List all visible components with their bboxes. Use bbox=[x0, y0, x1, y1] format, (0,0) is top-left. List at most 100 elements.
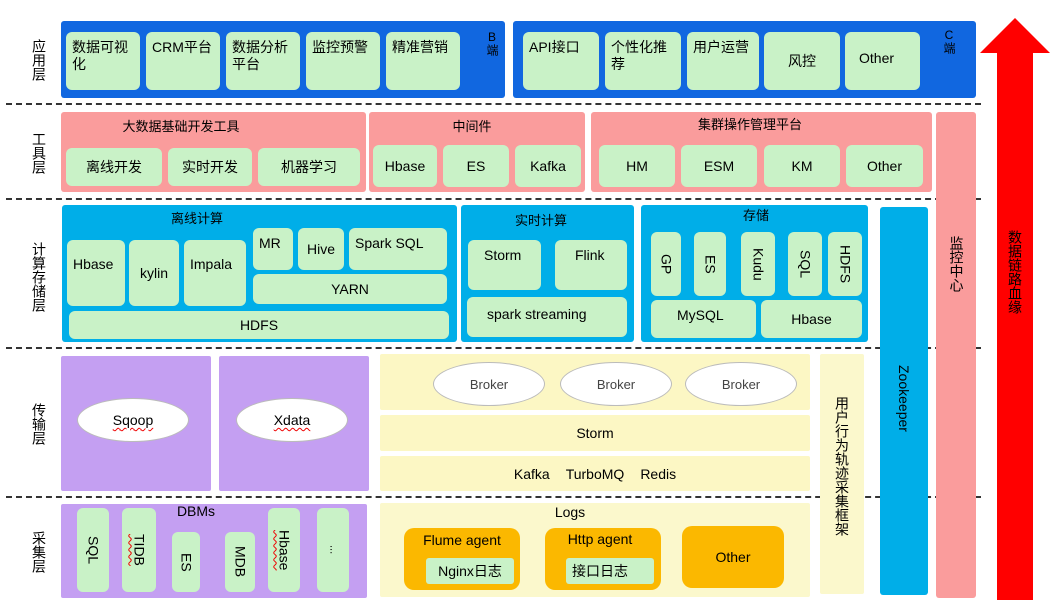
storage-title: 存储 bbox=[742, 208, 769, 223]
compute-storm[interactable]: Storm bbox=[468, 240, 541, 290]
tool-realtime-dev[interactable]: 实时开发 bbox=[168, 148, 252, 186]
compute-hive[interactable]: Hive bbox=[298, 228, 344, 270]
app-item-crm[interactable]: CRM平台 bbox=[146, 32, 220, 90]
storage-sql-label: SQL bbox=[797, 249, 814, 278]
dbms-tidb[interactable]: TIDB bbox=[122, 508, 156, 592]
zookeeper-column[interactable]: Zookeeper bbox=[880, 207, 928, 595]
tool-ml[interactable]: 机器学习 bbox=[258, 148, 360, 186]
storage-hbase[interactable]: Hbase bbox=[761, 300, 862, 338]
dbms-mdb[interactable]: MDB bbox=[225, 532, 255, 592]
broker-node-3[interactable]: Broker bbox=[685, 362, 797, 406]
divider-4 bbox=[6, 496, 981, 498]
xdata-label: Xdata bbox=[273, 412, 311, 428]
dbms-hbase[interactable]: Hbase bbox=[268, 508, 300, 592]
http-agent-label: Http agent bbox=[567, 531, 633, 547]
compute-kylin[interactable]: kylin bbox=[129, 240, 179, 306]
collect-other-box[interactable]: Other bbox=[682, 526, 784, 588]
compute-yarn[interactable]: YARN bbox=[253, 274, 447, 304]
compute-spark-streaming[interactable]: spark streaming bbox=[467, 297, 627, 337]
dbms-more-label: ... bbox=[327, 545, 340, 555]
divider-2 bbox=[6, 198, 981, 200]
dbms-panel bbox=[61, 504, 367, 598]
queue-redis[interactable]: Redis bbox=[640, 465, 677, 482]
compute-hdfs[interactable]: HDFS bbox=[69, 311, 449, 339]
layer-label-tool: 工具层 bbox=[31, 132, 47, 174]
app-item-visualization[interactable]: 数据可视化 bbox=[66, 32, 140, 90]
lineage-arrow-label-wrap: 数据链路血缘 bbox=[997, 230, 1033, 314]
cluster-mgmt-title: 集群操作管理平台 bbox=[697, 117, 802, 132]
realtime-compute-title: 实时计算 bbox=[514, 213, 567, 228]
lineage-arrow-icon bbox=[980, 18, 1050, 600]
layer-label-app: 应用层 bbox=[31, 39, 47, 81]
tool-hm[interactable]: HM bbox=[599, 145, 675, 187]
layer-label-collect: 采集层 bbox=[31, 531, 47, 573]
layer-label-transport: 传输层 bbox=[31, 403, 47, 445]
c-end-label: C端 bbox=[942, 28, 956, 54]
tool-offline-dev[interactable]: 离线开发 bbox=[66, 148, 162, 186]
queue-kafka[interactable]: Kafka bbox=[513, 465, 550, 482]
queue-row: Kafka TurboMQ Redis bbox=[380, 456, 810, 491]
compute-hbase[interactable]: Hbase bbox=[67, 240, 125, 306]
storage-mysql[interactable]: MySQL bbox=[651, 300, 756, 338]
storage-hdfs-label: HDFS bbox=[837, 244, 854, 284]
app-item-other[interactable]: Other bbox=[845, 32, 920, 90]
transport-storm[interactable]: Storm bbox=[380, 415, 810, 451]
dbms-more[interactable]: ... bbox=[317, 508, 349, 592]
sqoop-label: Sqoop bbox=[112, 412, 154, 428]
tracking-framework-label: 用户行为轨迹采集框架 bbox=[834, 396, 850, 536]
app-item-user-ops[interactable]: 用户运营 bbox=[687, 32, 759, 90]
monitor-center-label: 监控中心 bbox=[948, 236, 965, 292]
tool-hbase[interactable]: Hbase bbox=[373, 145, 437, 187]
dbms-hbase-label: Hbase bbox=[276, 529, 293, 571]
dbms-tidb-label: TIDB bbox=[131, 534, 148, 566]
monitor-center-column[interactable]: 监控中心 bbox=[936, 112, 976, 598]
offline-compute-title: 离线计算 bbox=[170, 211, 223, 226]
storage-hdfs[interactable]: HDFS bbox=[828, 232, 862, 296]
compute-mr[interactable]: MR bbox=[253, 228, 293, 270]
app-item-api[interactable]: API接口 bbox=[523, 32, 599, 90]
compute-impala[interactable]: Impala bbox=[184, 240, 246, 306]
app-item-risk[interactable]: 风控 bbox=[764, 32, 840, 90]
broker-node-1[interactable]: Broker bbox=[433, 362, 545, 406]
sqoop-node[interactable]: Sqoop bbox=[77, 398, 189, 442]
storage-gp[interactable]: GP bbox=[651, 232, 681, 296]
app-item-recommend[interactable]: 个性化推荐 bbox=[605, 32, 681, 90]
lineage-arrow-label: 数据链路血缘 bbox=[1007, 230, 1023, 314]
tool-esm[interactable]: ESM bbox=[681, 145, 757, 187]
app-item-marketing[interactable]: 精准营销 bbox=[386, 32, 460, 90]
middleware-title: 中间件 bbox=[452, 119, 492, 134]
layer-label-compute: 计算存储层 bbox=[31, 242, 47, 312]
dbms-es-label: ES bbox=[178, 552, 195, 572]
nginx-log-box[interactable]: Nginx日志 bbox=[426, 558, 514, 584]
api-log-box[interactable]: 接口日志 bbox=[566, 558, 654, 584]
compute-sparksql[interactable]: Spark SQL bbox=[349, 228, 447, 270]
tool-other[interactable]: Other bbox=[846, 145, 923, 187]
app-item-monitor-alert[interactable]: 监控预警 bbox=[306, 32, 380, 90]
zookeeper-label: Zookeeper bbox=[896, 365, 912, 432]
flume-agent-label: Flume agent bbox=[423, 532, 501, 548]
logs-title: Logs bbox=[554, 504, 586, 520]
tool-es[interactable]: ES bbox=[443, 145, 509, 187]
b-end-label: B端 bbox=[485, 30, 499, 56]
storage-kudu-label: Kudu bbox=[750, 247, 767, 281]
divider-3 bbox=[6, 347, 981, 349]
divider-1 bbox=[6, 103, 981, 105]
tool-km[interactable]: KM bbox=[764, 145, 840, 187]
tool-kafka[interactable]: Kafka bbox=[515, 145, 581, 187]
storage-es[interactable]: ES bbox=[694, 232, 726, 296]
dbms-mdb-label: MDB bbox=[232, 546, 249, 578]
dbms-sql-label: SQL bbox=[85, 535, 102, 564]
broker-node-2[interactable]: Broker bbox=[560, 362, 672, 406]
queue-turbomq[interactable]: TurboMQ bbox=[565, 465, 625, 482]
xdata-node[interactable]: Xdata bbox=[236, 398, 348, 442]
storage-gp-label: GP bbox=[658, 253, 675, 275]
dbms-es[interactable]: ES bbox=[172, 532, 200, 592]
storage-sql[interactable]: SQL bbox=[788, 232, 822, 296]
dbms-sql[interactable]: SQL bbox=[77, 508, 109, 592]
storage-es-label: ES bbox=[702, 254, 719, 274]
dbms-title: DBMs bbox=[176, 503, 216, 519]
compute-flink[interactable]: Flink bbox=[555, 240, 627, 290]
storage-kudu[interactable]: Kudu bbox=[741, 232, 775, 296]
app-item-analysis[interactable]: 数据分析平台 bbox=[226, 32, 300, 90]
dev-tools-title: 大数据基础开发工具 bbox=[122, 119, 240, 134]
